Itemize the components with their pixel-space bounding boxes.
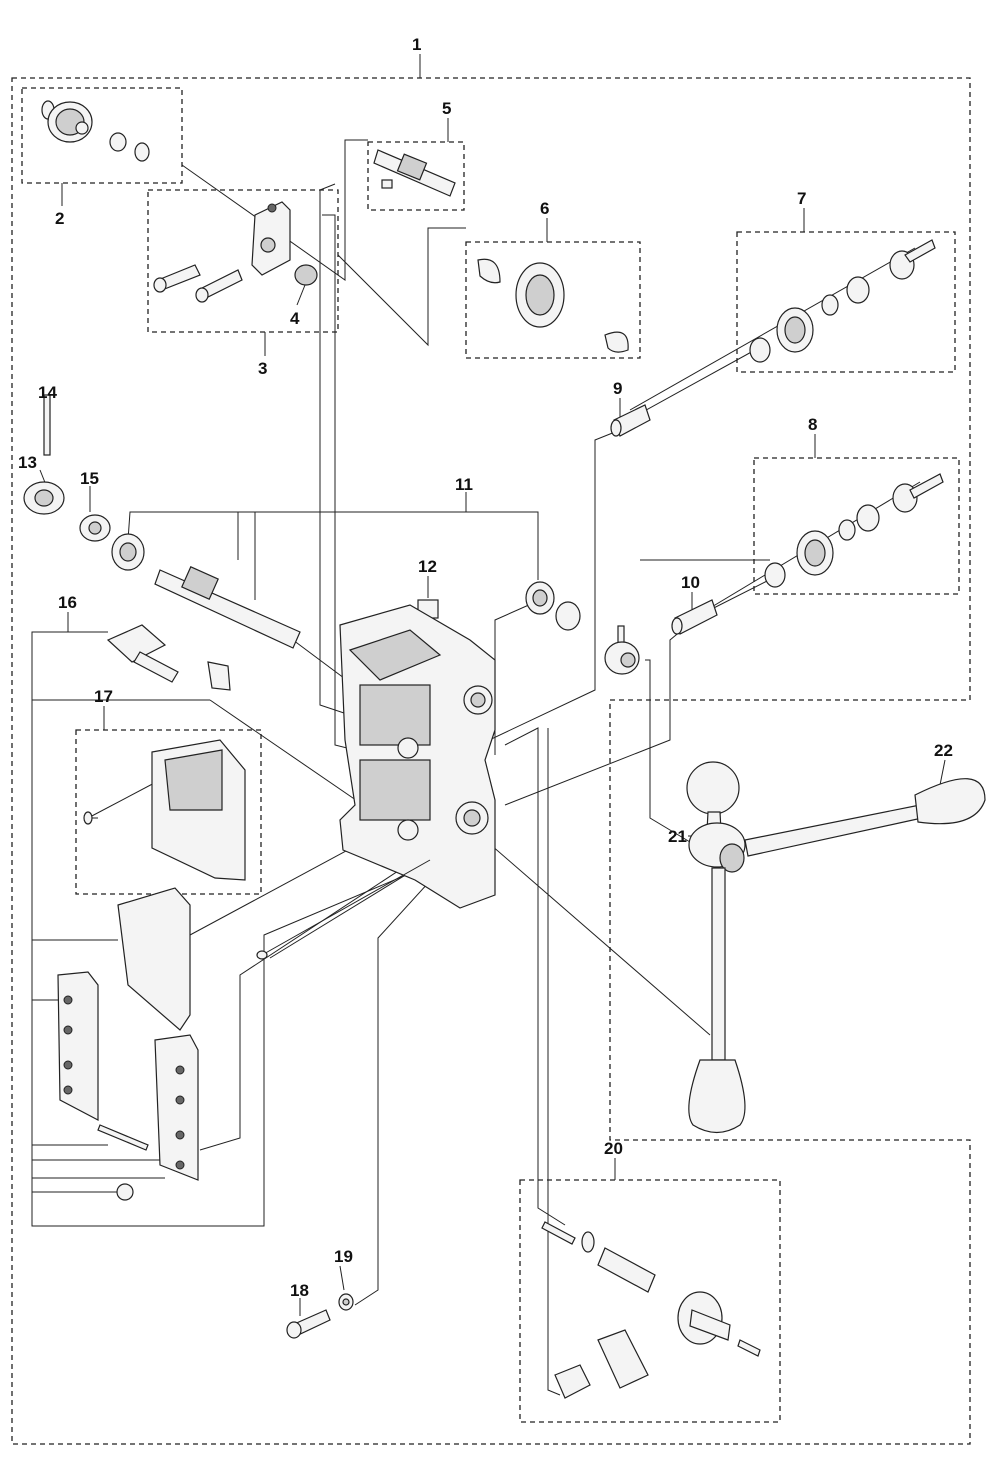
callout-labels: 1 2 3 4 5 6 7 8 9 10 11 12 13 14 15 16 1… bbox=[18, 35, 953, 1300]
callout-2: 2 bbox=[55, 209, 64, 228]
group-box-7 bbox=[736, 231, 956, 373]
rod-part bbox=[256, 859, 431, 960]
callout-20: 20 bbox=[604, 1139, 623, 1158]
group-box-20 bbox=[519, 1179, 781, 1423]
group-box-5 bbox=[367, 141, 465, 211]
callout-12: 12 bbox=[418, 557, 437, 576]
bushing-part-9 bbox=[610, 404, 651, 437]
cover-part-17 bbox=[83, 739, 246, 881]
callout-13: 13 bbox=[18, 453, 37, 472]
assembly-boundary-1 bbox=[11, 77, 971, 1445]
screw-part-18 bbox=[286, 1293, 354, 1339]
callout-14: 14 bbox=[38, 383, 57, 402]
seal-stack-part-7 bbox=[749, 239, 936, 363]
callout-7: 7 bbox=[797, 189, 806, 208]
callout-19: 19 bbox=[334, 1247, 353, 1266]
callout-6: 6 bbox=[540, 199, 549, 218]
gear-part-6 bbox=[477, 258, 629, 353]
shaft-part-11 bbox=[111, 533, 581, 649]
bracket-part-3 bbox=[153, 201, 318, 303]
plunger-part-20 bbox=[541, 1221, 761, 1399]
callout-15: 15 bbox=[80, 469, 99, 488]
pinion-part-5 bbox=[373, 149, 456, 197]
group-box-2 bbox=[21, 87, 183, 184]
callout-9: 9 bbox=[613, 379, 622, 398]
callout-22: 22 bbox=[934, 741, 953, 760]
seal-stack-part-8 bbox=[764, 473, 944, 588]
callout-17: 17 bbox=[94, 687, 113, 706]
callout-8: 8 bbox=[808, 415, 817, 434]
group-box-3 bbox=[147, 189, 339, 333]
callout-16: 16 bbox=[58, 593, 77, 612]
group-box-8 bbox=[753, 457, 960, 595]
callout-4: 4 bbox=[290, 309, 300, 328]
group-box-6 bbox=[465, 241, 641, 359]
gear-part-2 bbox=[41, 100, 150, 162]
main-housing bbox=[339, 604, 496, 909]
callout-11: 11 bbox=[455, 475, 473, 494]
callout-10: 10 bbox=[681, 573, 700, 592]
lever-part-21-22 bbox=[686, 761, 986, 1134]
callout-18: 18 bbox=[290, 1281, 309, 1300]
callout-1: 1 bbox=[412, 35, 421, 54]
bushing-part-10 bbox=[671, 599, 718, 635]
callout-3: 3 bbox=[258, 359, 267, 378]
callout-5: 5 bbox=[442, 99, 451, 118]
collar-part-13 bbox=[23, 394, 111, 542]
callout-21: 21 bbox=[668, 827, 687, 846]
adjuster-part-16 bbox=[57, 624, 231, 1201]
